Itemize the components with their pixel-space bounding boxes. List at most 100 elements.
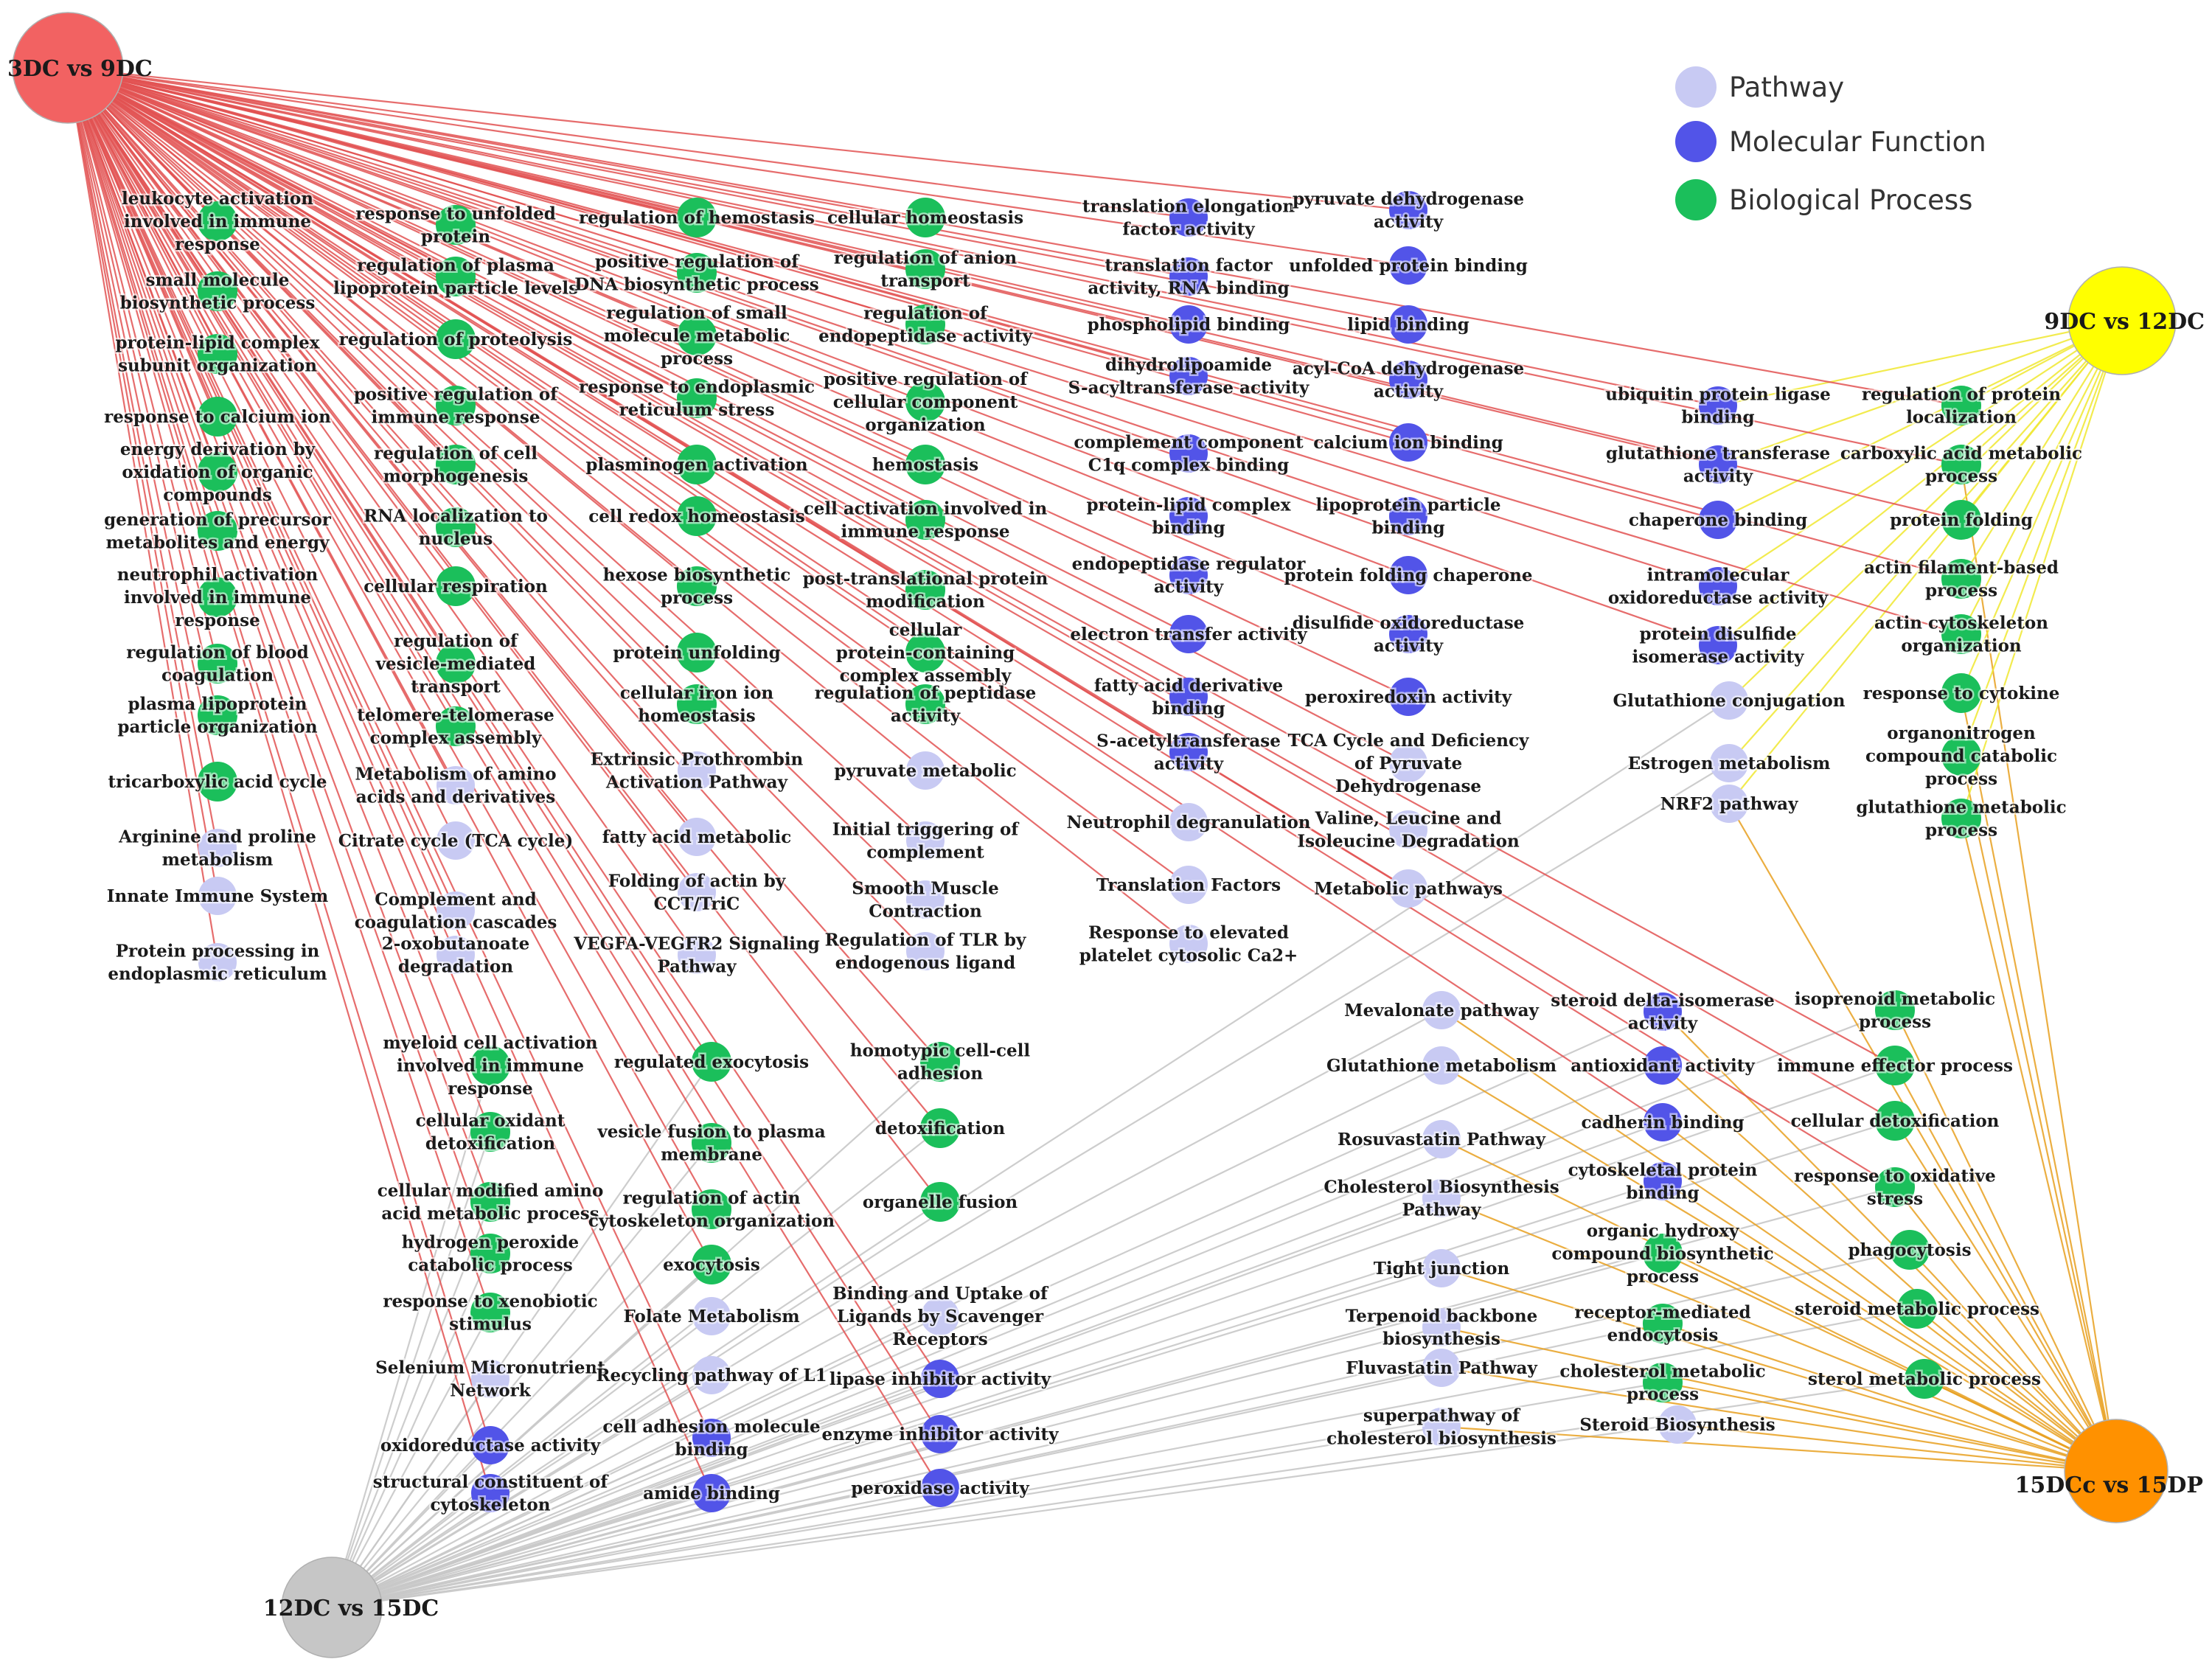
pathway-node[interactable] [1169, 866, 1208, 904]
biological-process-node[interactable] [677, 684, 717, 724]
pathway-node[interactable] [437, 936, 475, 974]
biological-process-node[interactable] [1941, 799, 1981, 838]
biological-process-node[interactable] [1941, 736, 1981, 776]
molecular-function-node[interactable] [1699, 626, 1737, 664]
pathway-node[interactable] [198, 943, 237, 981]
pathway-node[interactable] [198, 829, 237, 867]
molecular-function-node[interactable] [921, 1360, 959, 1398]
pathway-node[interactable] [1389, 744, 1427, 782]
molecular-function-node[interactable] [1169, 556, 1208, 594]
molecular-function-node[interactable] [1389, 556, 1427, 594]
biological-process-node[interactable] [920, 1108, 960, 1148]
pathway-node[interactable] [1422, 1179, 1461, 1217]
biological-process-node[interactable] [677, 445, 717, 484]
biological-process-node[interactable] [692, 1245, 731, 1284]
biological-process-node[interactable] [198, 201, 237, 241]
biological-process-node[interactable] [920, 1182, 960, 1222]
pathway-node[interactable] [1422, 991, 1461, 1029]
pathway-node[interactable] [906, 880, 945, 919]
pathway-node[interactable] [906, 751, 945, 790]
molecular-function-node[interactable] [1169, 733, 1208, 771]
molecular-function-node[interactable] [1389, 305, 1427, 344]
biological-process-node[interactable] [1890, 1230, 1930, 1270]
molecular-function-node[interactable] [1644, 1103, 1682, 1141]
biological-process-node[interactable] [436, 386, 476, 425]
molecular-function-node[interactable] [1644, 992, 1682, 1031]
molecular-function-node[interactable] [1389, 615, 1427, 653]
molecular-function-node[interactable] [1389, 678, 1427, 716]
molecular-function-node[interactable] [921, 1415, 959, 1453]
molecular-function-node[interactable] [1389, 246, 1427, 285]
biological-process-node[interactable] [905, 633, 945, 672]
hub-node[interactable] [12, 12, 124, 124]
biological-process-node[interactable] [1941, 614, 1981, 654]
biological-process-node[interactable] [692, 1189, 731, 1229]
molecular-function-node[interactable] [471, 1426, 509, 1464]
molecular-function-node[interactable] [1169, 305, 1208, 344]
biological-process-node[interactable] [198, 397, 237, 437]
biological-process-node[interactable] [677, 253, 717, 293]
biological-process-node[interactable] [905, 249, 945, 289]
pathway-node[interactable] [471, 1360, 509, 1398]
molecular-function-node[interactable] [1699, 567, 1737, 605]
biological-process-node[interactable] [1643, 1304, 1683, 1343]
pathway-node[interactable] [906, 932, 945, 970]
biological-process-node[interactable] [470, 1182, 510, 1222]
pathway-node[interactable] [1422, 1046, 1461, 1085]
biological-process-node[interactable] [198, 644, 237, 684]
biological-process-node[interactable] [920, 1042, 960, 1082]
biological-process-node[interactable] [677, 316, 717, 355]
biological-process-node[interactable] [905, 684, 945, 724]
biological-process-node[interactable] [1941, 445, 1981, 484]
biological-process-node[interactable] [198, 334, 237, 374]
pathway-node[interactable] [692, 1297, 731, 1335]
biological-process-node[interactable] [1941, 673, 1981, 713]
molecular-function-node[interactable] [1699, 445, 1737, 484]
pathway-node[interactable] [437, 821, 475, 860]
biological-process-node[interactable] [436, 706, 476, 746]
biological-process-node[interactable] [1643, 1363, 1683, 1402]
biological-process-node[interactable] [470, 1112, 510, 1152]
biological-process-node[interactable] [905, 500, 945, 540]
biological-process-node[interactable] [470, 1293, 510, 1332]
pathway-node[interactable] [678, 936, 716, 974]
pathway-node[interactable] [921, 1297, 959, 1335]
molecular-function-node[interactable] [1644, 1162, 1682, 1200]
biological-process-node[interactable] [470, 1046, 510, 1085]
pathway-node[interactable] [678, 818, 716, 856]
molecular-function-node[interactable] [1389, 423, 1427, 462]
pathway-node[interactable] [692, 1356, 731, 1394]
pathway-node[interactable] [1710, 744, 1748, 782]
biological-process-node[interactable] [198, 452, 237, 492]
biological-process-node[interactable] [436, 257, 476, 296]
biological-process-node[interactable] [677, 566, 717, 606]
biological-process-node[interactable] [905, 570, 945, 610]
molecular-function-node[interactable] [1169, 678, 1208, 716]
biological-process-node[interactable] [1875, 990, 1915, 1030]
molecular-function-node[interactable] [921, 1469, 959, 1507]
pathway-node[interactable] [1389, 869, 1427, 908]
pathway-node[interactable] [1169, 803, 1208, 841]
biological-process-node[interactable] [198, 511, 237, 551]
molecular-function-node[interactable] [692, 1419, 731, 1457]
biological-process-node[interactable] [692, 1123, 731, 1163]
biological-process-node[interactable] [1643, 1234, 1683, 1273]
biological-process-node[interactable] [1905, 1359, 1944, 1399]
molecular-function-node[interactable] [1169, 198, 1208, 237]
biological-process-node[interactable] [198, 271, 237, 311]
pathway-node[interactable] [198, 877, 237, 915]
pathway-node[interactable] [1389, 810, 1427, 849]
pathway-node[interactable] [678, 751, 716, 790]
hub-9dc-vs-12dc[interactable]: 9DC vs 12DC [2044, 266, 2205, 375]
biological-process-node[interactable] [1875, 1101, 1915, 1141]
pathway-node[interactable] [437, 766, 475, 804]
biological-process-node[interactable] [677, 496, 717, 536]
biological-process-node[interactable] [198, 577, 237, 617]
molecular-function-node[interactable] [1389, 191, 1427, 229]
hub-15dcc-vs-15dp[interactable]: 15DCc vs 15DP [2015, 1419, 2203, 1523]
biological-process-node[interactable] [1875, 1046, 1915, 1085]
molecular-function-node[interactable] [1699, 386, 1737, 425]
biological-process-node[interactable] [1941, 500, 1981, 540]
biological-process-node[interactable] [905, 198, 945, 237]
hub-12dc-vs-15dc[interactable]: 12DC vs 15DC [263, 1557, 439, 1658]
